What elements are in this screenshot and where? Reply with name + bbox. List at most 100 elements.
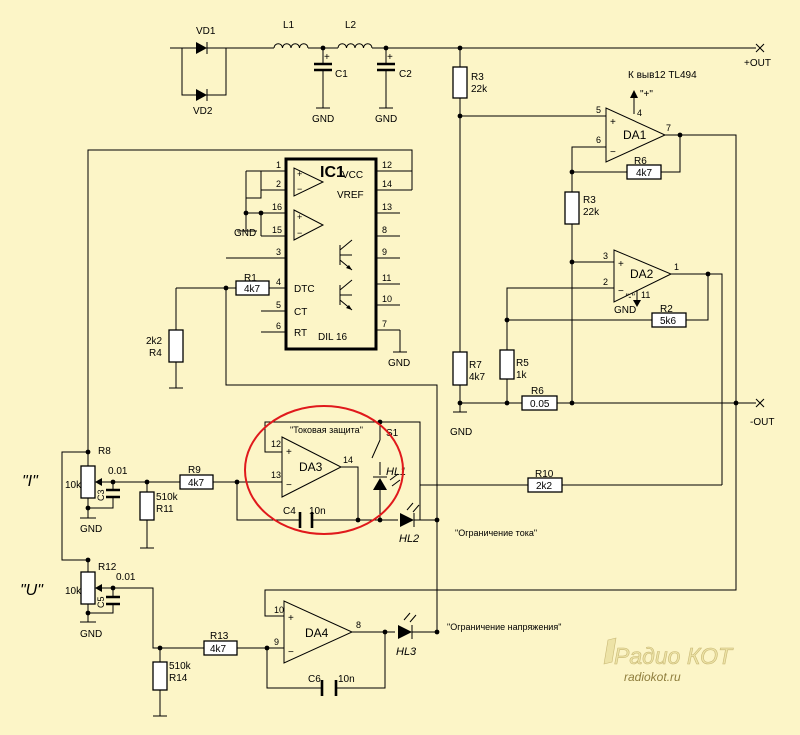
- svg-text:9: 9: [274, 637, 279, 647]
- ic1-vcc: VCC: [342, 170, 363, 181]
- r14-label: R14: [169, 673, 188, 684]
- svg-text:−: −: [288, 647, 294, 658]
- voltage-channel: "U" R12 10k GND 0.01 C5 510k R14 R13 4k7…: [20, 403, 737, 717]
- da2-triangle: [613, 249, 673, 303]
- svg-text:3: 3: [276, 247, 281, 257]
- r11-value: 510k: [156, 492, 179, 503]
- l2-inductor: [337, 43, 373, 49]
- r7-resistor: [452, 351, 468, 386]
- r14-resistor: [152, 661, 168, 691]
- r3-top-resistor: [452, 66, 468, 99]
- c2-capacitor: [377, 62, 395, 72]
- svg-text:11: 11: [382, 273, 391, 283]
- limit-voltage-label: "Ограничение напряжения": [447, 622, 561, 632]
- svg-text:5: 5: [276, 300, 281, 310]
- c1-label: C1: [335, 69, 348, 80]
- ic1-rt: RT: [294, 328, 307, 339]
- watermark-brand: Радио КОТ: [614, 643, 734, 669]
- r12-value: 10k: [65, 586, 82, 597]
- vd2-diode: [196, 89, 207, 101]
- s1-label: S1: [386, 428, 399, 439]
- svg-text:8: 8: [356, 620, 361, 630]
- r9-resistor: [179, 474, 214, 490]
- r7-gnd: GND: [450, 427, 472, 438]
- hl3-label: HL3: [396, 646, 417, 658]
- svg-text:13: 13: [271, 470, 281, 480]
- svg-text:4: 4: [276, 277, 281, 287]
- svg-text:8: 8: [382, 225, 387, 235]
- r10-resistor: [527, 477, 563, 493]
- c6-capacitor: [320, 680, 338, 696]
- svg-text:+: +: [618, 259, 624, 270]
- r8-value: 10k: [65, 480, 82, 491]
- svg-text:10: 10: [274, 605, 284, 615]
- ic1-gnd-bottom: GND: [388, 358, 410, 369]
- vd2-label: VD2: [193, 106, 213, 117]
- r13-resistor: [203, 640, 238, 656]
- svg-text:2: 2: [603, 277, 608, 287]
- r14-value: 510k: [169, 661, 192, 672]
- dtc-network: R1 4k7 2k2 R4: [146, 273, 438, 632]
- voltage-label: "U": [20, 582, 44, 599]
- c1-gnd: GND: [312, 114, 334, 125]
- plus-out-terminal: [755, 43, 765, 53]
- r1-value: 4k7: [244, 284, 261, 295]
- svg-text:−: −: [618, 286, 624, 297]
- limit-current-label: "Ограничение тока": [455, 528, 537, 538]
- r6-da1-label: R6: [634, 156, 647, 167]
- ic1-gnd-top: GND: [234, 228, 256, 239]
- c3-label: C3: [96, 489, 106, 501]
- svg-text:5: 5: [596, 105, 601, 115]
- svg-text:11: 11: [641, 290, 650, 300]
- svg-text:16: 16: [272, 202, 282, 212]
- r6-da1-resistor: [626, 164, 662, 180]
- svg-text:−: −: [286, 480, 292, 491]
- hl1-led: [373, 478, 387, 490]
- c1-capacitor: [314, 62, 332, 72]
- c4-capacitor: [298, 512, 314, 528]
- c2-label: C2: [399, 69, 412, 80]
- svg-text:7: 7: [382, 319, 387, 329]
- r3-da2-resistor: [564, 191, 580, 225]
- r4-resistor: [168, 329, 184, 363]
- l1-inductor: [273, 43, 309, 49]
- ic1-label: IC1: [320, 164, 345, 181]
- svg-text:9: 9: [382, 247, 387, 257]
- svg-text:12: 12: [382, 160, 392, 170]
- hl2-label: HL2: [399, 533, 419, 545]
- da2-opamp: + − DA2 3 2 1 11 "-" GND R2 5k6 R5 1k: [499, 249, 723, 485]
- da2-label: DA2: [630, 267, 654, 281]
- svg-text:−: −: [297, 228, 302, 238]
- c3-capacitor: [106, 488, 120, 499]
- svg-text:10: 10: [382, 294, 392, 304]
- r12-gnd: GND: [80, 629, 102, 640]
- r7-label: R7: [469, 360, 482, 371]
- r13-label: R13: [210, 631, 229, 642]
- r1-resistor: [235, 280, 270, 296]
- ic1-body: [284, 157, 378, 351]
- r6-da1-value: 4k7: [636, 168, 653, 179]
- svg-text:+: +: [297, 212, 302, 222]
- c3-value: 0.01: [108, 466, 128, 477]
- da3-triangle: [281, 436, 343, 498]
- feedback-divider: R3 22k R7 4k7 GND: [450, 48, 488, 438]
- r8-potentiometer: [80, 465, 96, 499]
- c6-label: C6: [308, 674, 321, 685]
- plus-out-label: +OUT: [744, 58, 771, 69]
- vd1-diode: [196, 42, 207, 54]
- da1-triangle: [605, 107, 667, 163]
- r6-shunt-resistor: [521, 395, 558, 411]
- r3-top-label: R3: [471, 72, 484, 83]
- da1-plus-note: "+": [640, 89, 653, 100]
- c5-capacitor: [106, 595, 120, 606]
- svg-text:2: 2: [276, 179, 281, 189]
- watermark-logo: [603, 637, 617, 665]
- current-protection-highlight: [244, 405, 404, 535]
- da1-opamp: К выв12 TL494 "+" + − DA1 5 6 4 7 R6 4k7…: [460, 70, 737, 398]
- svg-text:−: −: [610, 147, 616, 158]
- da4-label: DA4: [305, 626, 329, 640]
- current-label: "I": [22, 473, 39, 490]
- r8-label: R8: [98, 446, 111, 457]
- da1-label: DA1: [623, 128, 647, 142]
